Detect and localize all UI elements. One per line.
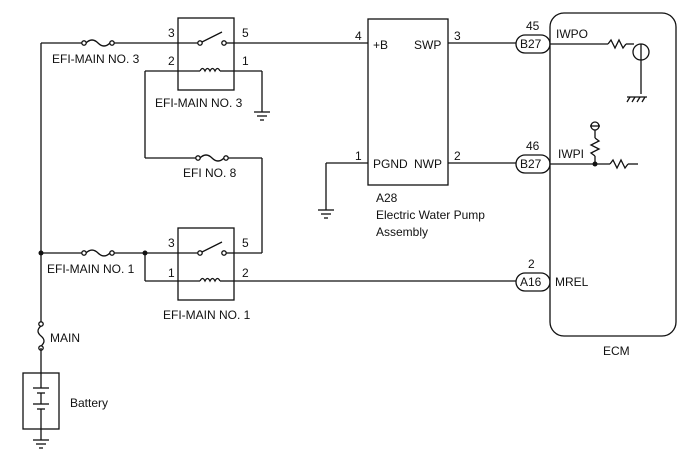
pump-name-line1: Electric Water Pump bbox=[376, 208, 485, 222]
pump-wires bbox=[325, 42, 516, 210]
relay-efi-main-1 bbox=[177, 227, 235, 301]
fuse-efi-main-3 bbox=[81, 39, 178, 47]
battery-symbol bbox=[22, 372, 60, 430]
fuse-label-efi-main-1: EFI-MAIN NO. 1 bbox=[47, 262, 135, 276]
connector-code-b27-bottom: B27 bbox=[520, 157, 542, 171]
fuse-label-efi-main-3: EFI-MAIN NO. 3 bbox=[52, 52, 140, 66]
battery-label: Battery bbox=[70, 396, 108, 410]
relay-label-efi-main-3: EFI-MAIN NO. 3 bbox=[155, 96, 243, 110]
relay-label-efi-main-1: EFI-MAIN NO. 1 bbox=[163, 308, 251, 322]
ground-symbol-relay3 bbox=[254, 111, 270, 121]
connector-pin-45: 45 bbox=[526, 19, 540, 33]
ecm-label: ECM bbox=[603, 344, 630, 358]
pump-pin-swp: 3 bbox=[454, 29, 461, 43]
ecm-iwpo-circuit bbox=[550, 38, 650, 94]
ecm-iwpi-circuit bbox=[550, 121, 638, 170]
pump-pin-b: 4 bbox=[355, 29, 362, 43]
main-bus-wires bbox=[40, 42, 82, 440]
pump-terminal-swp: SWP bbox=[414, 38, 441, 52]
relay3-pin-1: 1 bbox=[242, 54, 249, 68]
pump-name-line2: Assembly bbox=[376, 225, 428, 239]
pump-terminal-pgnd: PGND bbox=[373, 157, 408, 171]
ecm-terminal-mrel: MREL bbox=[555, 275, 589, 289]
ground-symbol-battery bbox=[33, 439, 49, 449]
connector-code-a16: A16 bbox=[520, 275, 542, 289]
relay1-pin-2: 2 bbox=[242, 266, 249, 280]
pump-pin-nwp: 2 bbox=[454, 149, 461, 163]
ecm-terminal-iwpi: IWPI bbox=[558, 147, 584, 161]
pump-terminal-nwp: NWP bbox=[414, 157, 442, 171]
relay3-pin-3: 3 bbox=[168, 26, 175, 40]
relay1-pin-5: 5 bbox=[242, 236, 249, 250]
pump-box bbox=[367, 18, 449, 186]
relay-efi-main-3 bbox=[177, 17, 235, 91]
relay3-wires bbox=[144, 42, 368, 159]
relay3-pin-2: 2 bbox=[168, 54, 175, 68]
fuse-label-efi-8: EFI NO. 8 bbox=[183, 166, 237, 180]
pump-code: A28 bbox=[376, 191, 398, 205]
ground-symbol-pump bbox=[318, 209, 334, 219]
relay1-pin-3: 3 bbox=[168, 236, 175, 250]
fuse-main bbox=[37, 321, 45, 351]
connector-pin-2: 2 bbox=[528, 257, 535, 271]
ecm-box bbox=[549, 12, 677, 337]
pump-pin-pgnd: 1 bbox=[355, 149, 362, 163]
relay3-pin-5: 5 bbox=[242, 26, 249, 40]
fuse-efi-8 bbox=[195, 154, 263, 254]
connector-pin-46: 46 bbox=[526, 139, 540, 153]
ecm-terminal-iwpo: IWPO bbox=[556, 27, 588, 41]
connector-code-b27-top: B27 bbox=[520, 37, 542, 51]
ground-symbol-ecm bbox=[626, 96, 647, 103]
fuse-efi-main-1 bbox=[81, 249, 178, 257]
fuse-label-main: MAIN bbox=[50, 331, 80, 345]
relay1-pin-1: 1 bbox=[168, 266, 175, 280]
junction-dot bbox=[592, 161, 598, 167]
pump-terminal-b: +B bbox=[373, 38, 388, 52]
junction-dot bbox=[38, 250, 44, 256]
